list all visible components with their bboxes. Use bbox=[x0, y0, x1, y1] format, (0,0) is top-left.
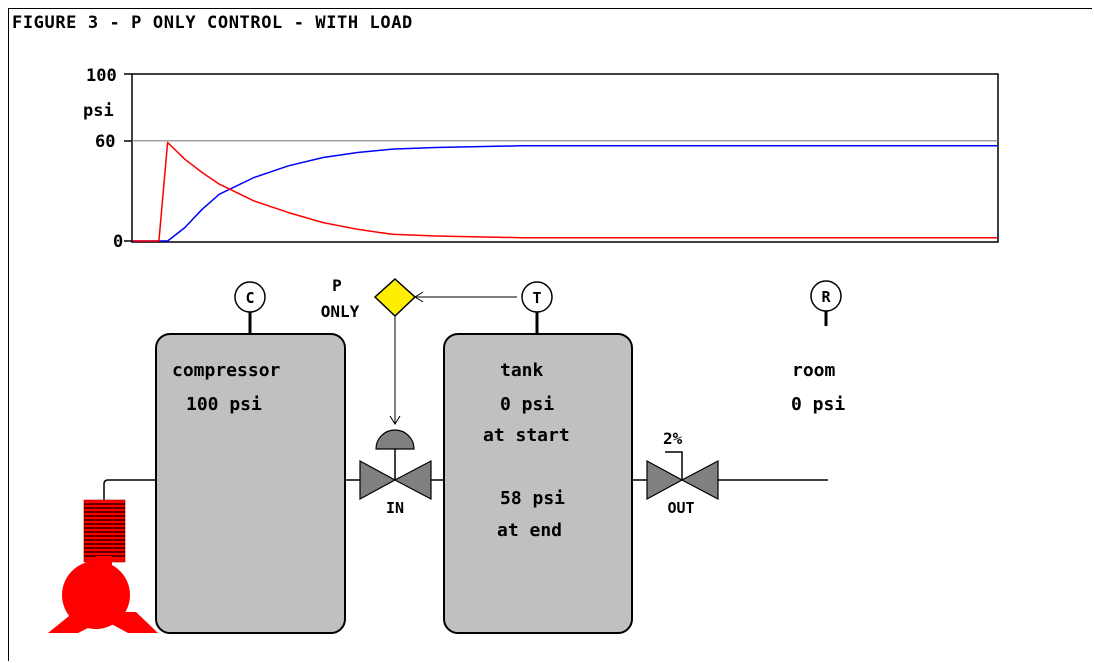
controller-label-line2: ONLY bbox=[321, 302, 360, 321]
compressor-body bbox=[155, 333, 346, 634]
series-line-2 bbox=[133, 141, 997, 242]
compressor-gauge: C bbox=[234, 281, 266, 334]
pump-to-compressor-pipe bbox=[103, 479, 156, 500]
controller-label-line1: P bbox=[332, 276, 342, 295]
room-gauge: R bbox=[810, 280, 842, 326]
pump-motor bbox=[62, 561, 130, 629]
in-valve-body-icon bbox=[359, 459, 397, 501]
room-pressure: 0 psi bbox=[791, 394, 845, 415]
room-gauge-letter: R bbox=[821, 288, 831, 306]
out-valve-opening: 2% bbox=[663, 429, 683, 448]
compressor-pump-icon bbox=[48, 499, 158, 633]
compressor-pressure: 100 psi bbox=[186, 394, 262, 415]
room-area: room 0 psi bbox=[791, 360, 845, 415]
out-manual-valve: 2% OUT bbox=[646, 429, 719, 517]
in-control-valve: IN bbox=[359, 429, 432, 517]
p-only-controller: P ONLY bbox=[321, 276, 417, 321]
out-valve-label: OUT bbox=[667, 499, 694, 517]
trend-chart: 100 psi 60 0 bbox=[83, 66, 999, 252]
actuator-arrow-head bbox=[389, 415, 401, 425]
room-gauge-icon bbox=[810, 280, 842, 312]
tank-end-value: 58 psi bbox=[500, 488, 565, 509]
series-layer bbox=[133, 141, 997, 242]
piping bbox=[103, 479, 828, 500]
tank-end-note: at end bbox=[497, 520, 562, 541]
pump-cooling-fins bbox=[83, 499, 126, 563]
tank-name: tank bbox=[500, 360, 544, 381]
y-label-60: 60 bbox=[95, 132, 115, 152]
tank-start-value: 0 psi bbox=[500, 394, 554, 415]
out-valve-handle-icon bbox=[665, 451, 683, 480]
room-name: room bbox=[792, 360, 836, 381]
tank-vessel: tank 0 psi at start 58 psi at end bbox=[443, 333, 633, 634]
compressor-vessel: compressor 100 psi bbox=[155, 333, 346, 634]
out-valve-body-icon bbox=[646, 459, 684, 501]
tank-gauge-icon bbox=[521, 281, 553, 313]
controller-diamond-icon bbox=[373, 277, 417, 318]
figure-title: FIGURE 3 - P ONLY CONTROL - WITH LOAD bbox=[12, 13, 413, 33]
tank-start-note: at start bbox=[483, 425, 570, 446]
compressor-name: compressor bbox=[172, 360, 281, 381]
y-label-unit: psi bbox=[83, 101, 114, 121]
compressor-gauge-icon bbox=[234, 281, 266, 313]
in-valve-actuator-icon bbox=[375, 429, 415, 450]
y-label-100: 100 bbox=[86, 66, 117, 86]
tank-gauge-letter: T bbox=[532, 289, 541, 307]
in-valve-label: IN bbox=[386, 499, 404, 517]
compressor-gauge-letter: C bbox=[245, 289, 254, 307]
tank-gauge: T bbox=[521, 281, 553, 334]
chart-plot-area bbox=[131, 73, 999, 243]
y-label-0: 0 bbox=[113, 232, 123, 252]
tank-body bbox=[443, 333, 633, 634]
figure-frame bbox=[8, 8, 1092, 661]
series-line-1 bbox=[133, 145, 997, 242]
